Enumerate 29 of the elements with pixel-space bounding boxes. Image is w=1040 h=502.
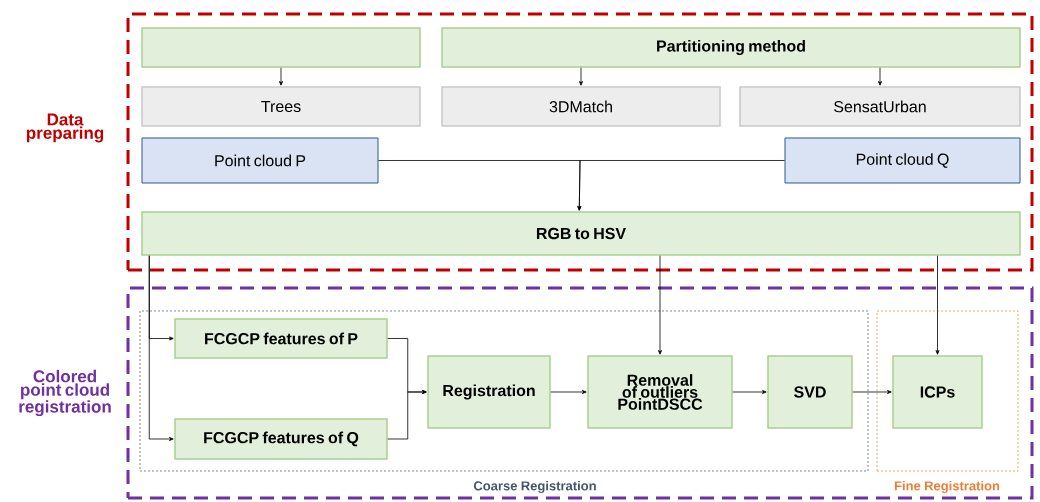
process-box: Registration (427, 355, 551, 429)
process-box: Removal of outliers PointDSCC (587, 355, 733, 429)
group-heading: Fine Registration (894, 480, 1000, 494)
arrow (148, 255, 174, 441)
arrow (732, 390, 767, 394)
group-heading: Coarse Registration (473, 480, 596, 494)
arrow (577, 160, 785, 211)
process-box: Trees (141, 86, 421, 127)
arrow (658, 255, 662, 355)
arrow (579, 67, 583, 86)
arrow (279, 67, 283, 86)
group-heading: Data preparing (26, 113, 104, 143)
process-box: Point cloud Q (784, 137, 1021, 184)
process-box: Point cloud P (141, 137, 379, 184)
empty-box (141, 27, 421, 68)
process-box: ICPs (892, 355, 983, 429)
process-box: SVD (767, 355, 853, 429)
arrow (878, 67, 882, 86)
arrow (387, 390, 427, 440)
process-box: 3DMatch (441, 86, 721, 127)
process-box: SensatUrban (739, 86, 1021, 127)
group-heading: Colored point cloud registration (19, 369, 111, 417)
process-box: RGB to HSV (141, 211, 1021, 256)
arrow (935, 255, 940, 355)
process-box: FCGCP features of P (174, 318, 388, 359)
arrow (852, 390, 892, 394)
arrow (550, 390, 587, 394)
process-box: Partitioning method (441, 27, 1021, 68)
process-box: FCGCP features of Q (174, 418, 388, 460)
